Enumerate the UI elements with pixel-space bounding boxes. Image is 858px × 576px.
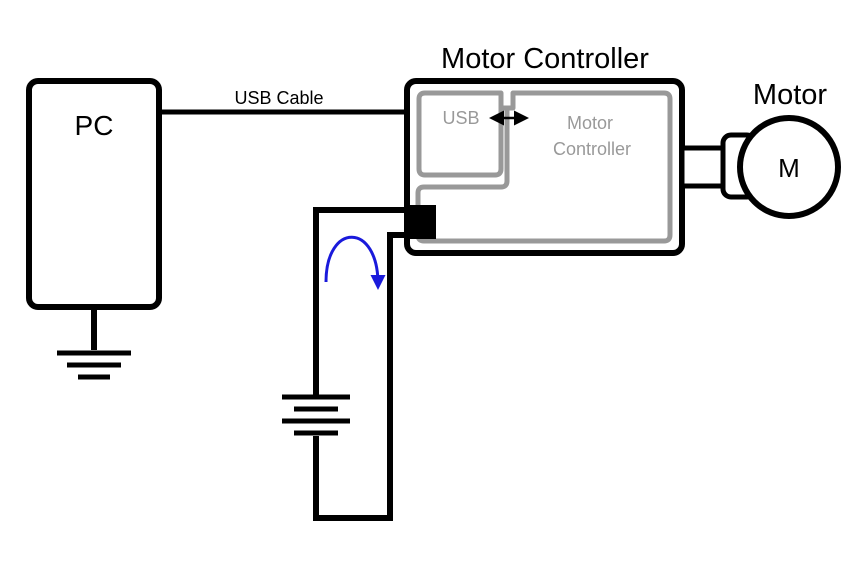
inner-controller-label-line2: Controller <box>553 139 631 159</box>
usb-cable-label: USB Cable <box>234 88 323 108</box>
curved-arrow-icon <box>324 235 386 290</box>
usb-region-outline <box>416 90 504 178</box>
power-connector <box>407 205 436 239</box>
pc-label: PC <box>75 110 114 141</box>
motor-icon <box>720 115 841 219</box>
inner-usb-label: USB <box>442 108 479 128</box>
motor-title: Motor <box>753 79 827 111</box>
motor-shaft <box>679 145 728 189</box>
inner-controller-label-line1: Motor <box>567 113 613 133</box>
motor-controller-box <box>404 78 685 256</box>
motor-controller-title: Motor Controller <box>441 43 649 75</box>
motor-symbol-label: M <box>778 153 800 183</box>
power-loop-wire <box>313 207 407 395</box>
power-return-wire <box>313 232 407 521</box>
battery-icon <box>282 394 350 436</box>
ground-icon <box>57 307 131 380</box>
inner-board-outline <box>415 90 673 244</box>
